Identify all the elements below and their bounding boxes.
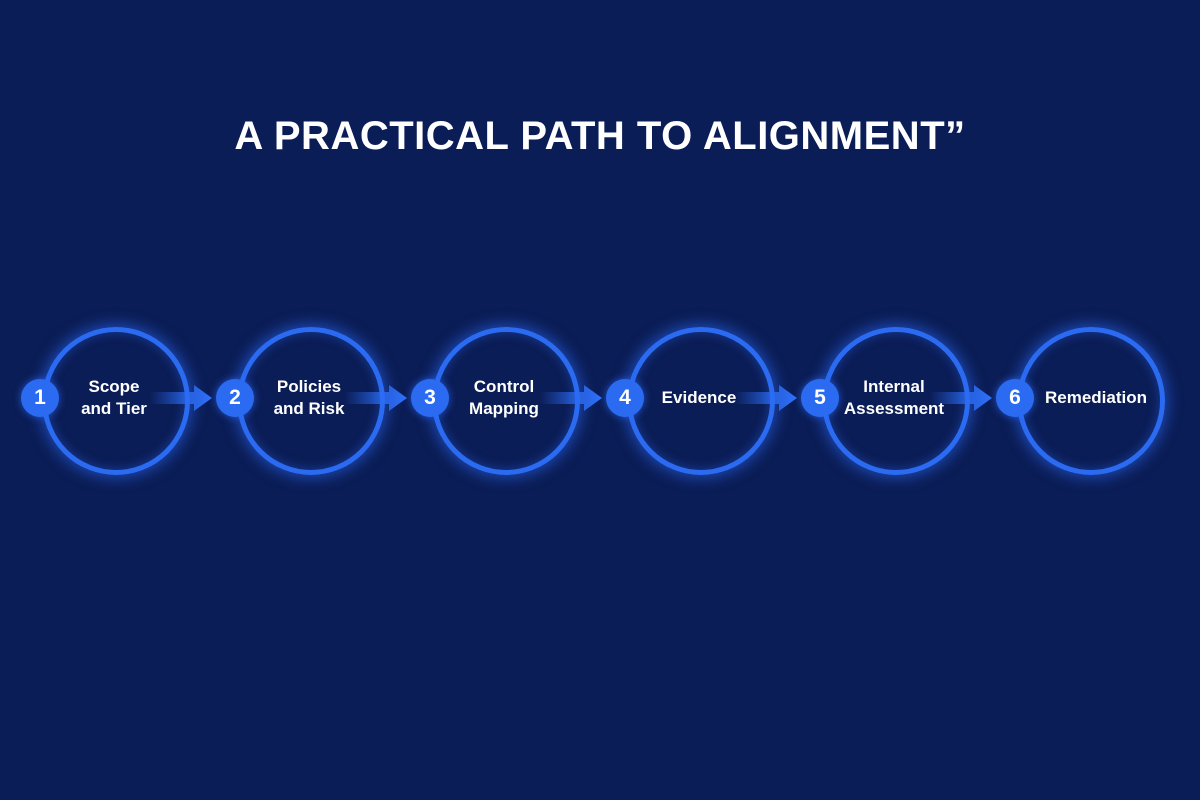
arrow-icon <box>735 385 797 411</box>
step-number-badge-1: 1 <box>21 379 59 417</box>
arrow-icon <box>150 385 212 411</box>
step-label-6-line1: Remediation <box>1044 388 1148 407</box>
step-label-6: Remediation <box>1036 387 1156 409</box>
step-label-1-line1: Scope <box>88 377 140 396</box>
arrow-icon <box>540 385 602 411</box>
step-label-5-line1: Internal <box>863 377 925 396</box>
step-label-3-line2: Mapping <box>469 399 539 418</box>
arrow-icon <box>930 385 992 411</box>
step-number-badge-5: 5 <box>801 379 839 417</box>
step-label-5-line2: Assessment <box>843 399 945 418</box>
step-label-5: Internal Assessment <box>834 376 954 420</box>
step-label-4-line1: Evidence <box>661 388 737 407</box>
step-label-1-line2: and Tier <box>81 399 147 418</box>
step-number-badge-3: 3 <box>411 379 449 417</box>
step-label-2-line2: and Risk <box>273 399 345 418</box>
step-number-badge-2: 2 <box>216 379 254 417</box>
step-number-badge-6: 6 <box>996 379 1034 417</box>
step-label-2-line1: Policies <box>276 377 342 396</box>
step-number-badge-4: 4 <box>606 379 644 417</box>
step-label-1: Scope and Tier <box>54 376 174 420</box>
arrow-icon <box>345 385 407 411</box>
step-label-3-line1: Control <box>473 377 535 396</box>
step-label-4: Evidence <box>639 387 759 409</box>
step-label-3: Control Mapping <box>444 376 564 420</box>
page-title: A PRACTICAL PATH TO ALIGNMENT” <box>234 114 966 158</box>
step-label-2: Policies and Risk <box>249 376 369 420</box>
